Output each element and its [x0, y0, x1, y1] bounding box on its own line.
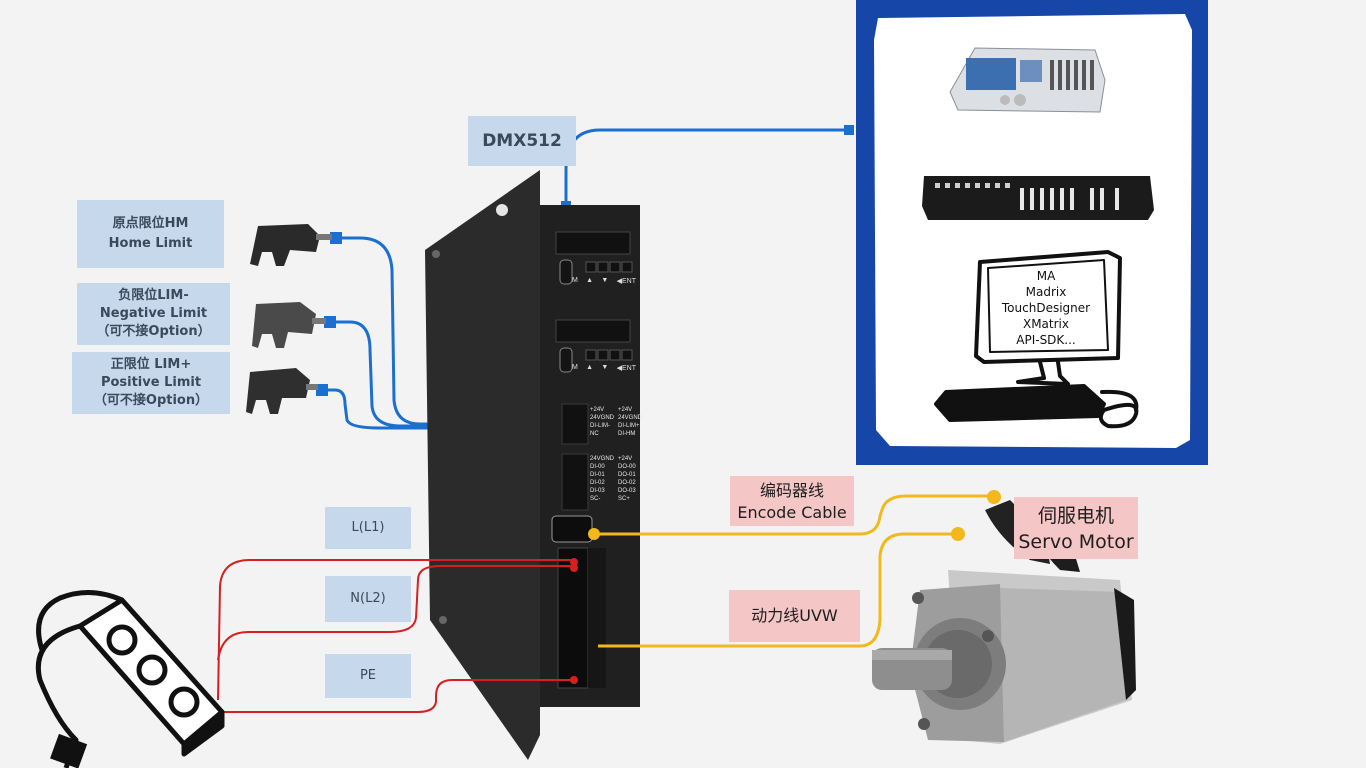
pos-limit-label: 正限位 LIM+ Positive Limit （可不接Option）	[72, 352, 230, 414]
io-pin: 24VGND	[618, 415, 643, 421]
io-pin: DI-LIM+	[618, 423, 640, 429]
dmx-controller-image	[920, 156, 1156, 236]
pos-limit-line1: 正限位 LIM+	[110, 357, 192, 372]
io-mid-right-labels: +24V DO-00 DO-01 DO-02 DO-03 SC+	[618, 455, 636, 503]
pos-limit-line2: Positive Limit	[100, 375, 202, 390]
home-limit-sensor	[250, 224, 332, 266]
io-pin: 24VGND	[590, 415, 615, 421]
l1-label: L(L1)	[325, 507, 411, 549]
n2-label: N(L2)	[325, 576, 411, 622]
lighting-console-image	[944, 32, 1109, 136]
power-strip-image	[35, 589, 225, 768]
uvw-label: 动力线UVW	[729, 590, 860, 642]
io-pin: +24V	[618, 456, 633, 462]
encoder-line2: Encode Cable	[737, 503, 847, 522]
dmx-label: DMX512	[468, 116, 576, 166]
io-top-right-labels: +24V 24VGND DI-LIM+ DI-HM	[618, 406, 642, 438]
btn-down-label: ▼	[601, 277, 609, 284]
software-item: API-SDK...	[1016, 333, 1076, 347]
encoder-port-dot	[588, 528, 600, 540]
io-pin: 24VGND	[590, 456, 615, 462]
io-pin: DI-02	[590, 480, 605, 486]
io-pin: DO-01	[618, 472, 636, 478]
encoder-motor-dot	[987, 490, 1001, 504]
software-item: MA	[1036, 269, 1056, 283]
io-pin: DO-03	[618, 488, 636, 494]
software-item: TouchDesigner	[1001, 301, 1091, 315]
drive-buttons-row2: M ▲ ▼ ◀ENT	[572, 364, 636, 372]
software-item: Madrix	[1025, 285, 1067, 299]
io-pin: DI-01	[590, 472, 605, 478]
power-cables	[170, 559, 574, 713]
uvw-cable	[598, 532, 956, 648]
software-item: XMatrix	[1022, 317, 1069, 331]
home-limit-label: 原点限位HM Home Limit	[77, 200, 224, 268]
drive-buttons-row1: M ▲ ▼ ◀ENT	[572, 277, 636, 285]
software-list: MA Madrix TouchDesigner XMatrix API-SDK.…	[990, 268, 1102, 348]
pos-limit-line3: （可不接Option）	[93, 393, 209, 408]
pe-label: PE	[325, 654, 411, 698]
io-pin: DI-03	[590, 488, 605, 494]
io-pin: DO-00	[618, 464, 636, 470]
pos-limit-sensor	[246, 368, 318, 414]
servo-line2: Servo Motor	[1018, 531, 1134, 553]
io-pin: DI-00	[590, 464, 605, 470]
btn-ent-label: ◀ENT	[616, 278, 636, 285]
neg-limit-line1: 负限位LIM-	[118, 288, 189, 303]
btn-m-label: M	[572, 364, 578, 371]
io-pin: SC+	[618, 496, 630, 502]
servo-drive	[425, 170, 640, 760]
encoder-line1: 编码器线	[759, 481, 824, 500]
io-pin: DI-LIM-	[590, 423, 610, 429]
dmx-cable	[564, 128, 848, 206]
computer-image	[934, 250, 1139, 429]
servo-line1: 伺服电机	[1037, 505, 1114, 527]
btn-up-label: ▲	[586, 277, 594, 284]
io-pin: DI-HM	[618, 431, 636, 437]
pos-limit-connector	[316, 384, 328, 396]
io-pin: NC	[590, 431, 599, 437]
neg-limit-sensor	[252, 302, 326, 348]
limit-cables	[322, 236, 556, 430]
servo-motor-image	[872, 500, 1136, 744]
encoder-cable	[594, 494, 992, 536]
dmx-connector	[844, 125, 854, 135]
btn-up-label: ▲	[586, 364, 594, 371]
io-pin: +24V	[618, 407, 633, 413]
btn-down-label: ▼	[601, 364, 609, 371]
home-limit-connector	[330, 232, 342, 244]
io-pin: DO-02	[618, 480, 636, 486]
btn-m-label: M	[572, 277, 578, 284]
neg-limit-line3: （可不接Option）	[96, 324, 211, 339]
neg-limit-connector	[324, 316, 336, 328]
home-limit-line1: 原点限位HM	[112, 216, 189, 231]
encoder-label: 编码器线 Encode Cable	[730, 476, 854, 526]
io-top-left-labels: +24V 24VGND DI-LIM- NC	[590, 406, 614, 438]
io-pin: SC-	[590, 496, 601, 502]
home-limit-line2: Home Limit	[108, 236, 193, 251]
neg-limit-line2: Negative Limit	[99, 306, 208, 321]
io-pin: +24V	[590, 407, 605, 413]
uvw-motor-dot	[951, 527, 965, 541]
io-mid-left-labels: 24VGND DI-00 DI-01 DI-02 DI-03 SC-	[590, 455, 614, 503]
neg-limit-label: 负限位LIM- Negative Limit （可不接Option）	[77, 283, 230, 345]
servo-motor-label: 伺服电机 Servo Motor	[1014, 497, 1138, 559]
btn-ent-label: ◀ENT	[616, 365, 636, 372]
